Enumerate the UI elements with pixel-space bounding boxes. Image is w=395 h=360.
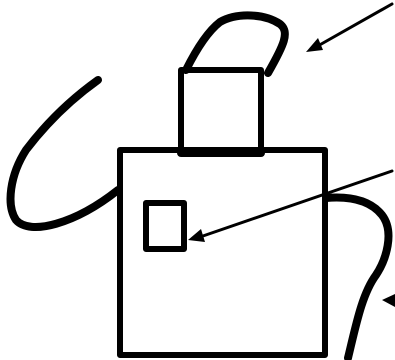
small-window <box>143 200 187 252</box>
cap-curve <box>182 11 289 77</box>
arrowhead-window <box>188 229 205 242</box>
left-cord <box>6 76 122 231</box>
right-cord <box>322 193 393 360</box>
arrow-to-cord <box>382 294 395 307</box>
arrowhead-cord <box>382 294 395 307</box>
arrow-to-cap <box>306 2 394 52</box>
arrow-to-window <box>188 169 394 242</box>
arrowhead-cap <box>306 38 323 52</box>
